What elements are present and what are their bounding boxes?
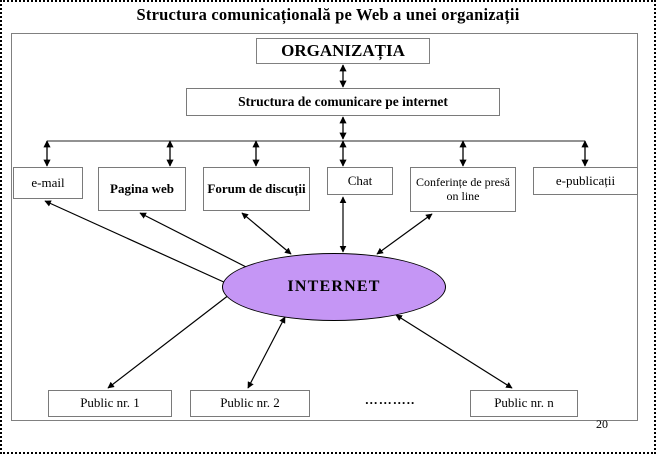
node-public-n[interactable]: Public nr. n — [470, 390, 578, 417]
node-channel-e-publicatii[interactable]: e-publicații — [533, 167, 638, 195]
node-public-2[interactable]: Public nr. 2 — [190, 390, 310, 417]
node-internet-hub[interactable]: INTERNET — [222, 253, 446, 321]
node-channel-conferinte-presa[interactable]: Conferințe de presă on line — [410, 167, 516, 212]
audiences-ellipsis: ……….. — [364, 392, 416, 407]
node-organizatia[interactable]: ORGANIZAȚIA — [256, 38, 430, 64]
node-channel-forum-discutii[interactable]: Forum de discuții — [203, 167, 310, 211]
page-title: Structura comunicațională pe Web a unei … — [136, 5, 520, 24]
node-channel-chat[interactable]: Chat — [327, 167, 393, 195]
diagram-frame — [11, 33, 638, 421]
page-number: 20 — [596, 417, 608, 431]
node-structura-comunicare[interactable]: Structura de comunicare pe internet — [186, 88, 500, 116]
node-public-1[interactable]: Public nr. 1 — [48, 390, 172, 417]
node-channel-pagina-web[interactable]: Pagina web — [98, 167, 186, 211]
node-channel-e-mail[interactable]: e-mail — [13, 167, 83, 199]
